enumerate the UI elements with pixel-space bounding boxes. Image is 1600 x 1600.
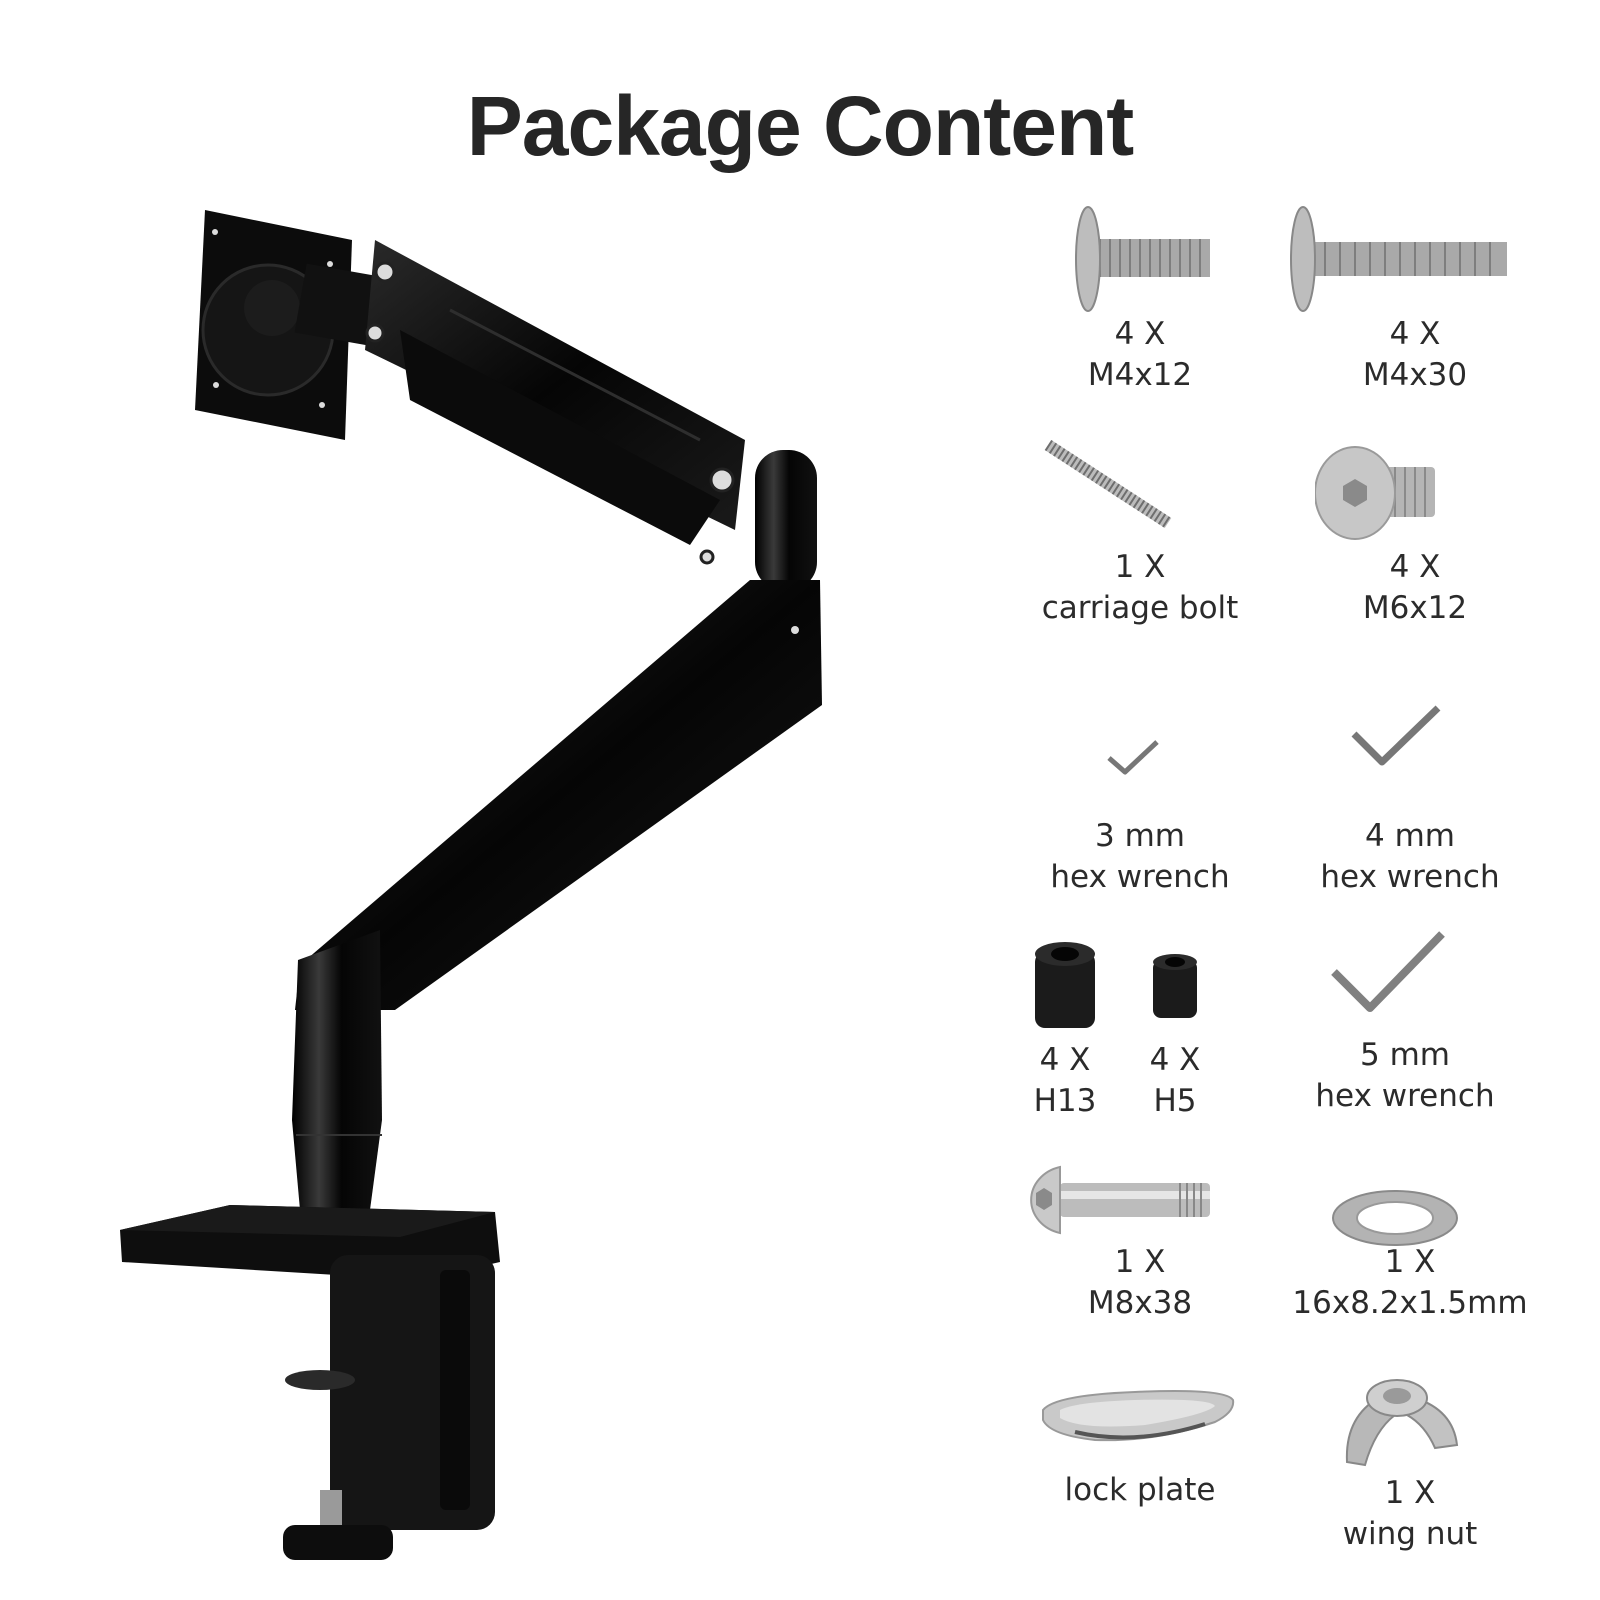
item-name: hex wrench xyxy=(1315,1078,1495,1114)
item-carriage-bolt: 1 X carriage bolt xyxy=(1000,425,1280,635)
item-qty: 4 X xyxy=(1114,316,1166,352)
item-qty: 4 X xyxy=(1389,549,1441,585)
item-name: carriage bolt xyxy=(1041,590,1239,626)
screw-m4x12-icon xyxy=(1075,206,1210,312)
spacer-h13-icon xyxy=(1035,942,1095,1028)
carriage-bolt-icon xyxy=(1044,439,1172,529)
item-name: H13 xyxy=(1033,1083,1097,1119)
item-spacer-h13: 4 X H13 xyxy=(1010,930,1120,1140)
washer-icon xyxy=(1332,1190,1458,1246)
item-size: 5 mm xyxy=(1360,1037,1450,1073)
item-m8x38: 1 X M8x38 xyxy=(1000,1150,1280,1330)
item-qty: 4 X xyxy=(1039,1042,1091,1078)
item-spacer-h5: 4 X H5 xyxy=(1120,930,1230,1140)
item-qty: 1 X xyxy=(1114,1244,1166,1280)
item-name: wing nut xyxy=(1342,1516,1478,1552)
item-name: hex wrench xyxy=(1050,859,1230,895)
hex-wrench-4mm-icon xyxy=(1351,705,1441,766)
monitor-arm-image xyxy=(120,210,822,1560)
item-m4x12: 4 X M4x12 xyxy=(1010,200,1270,400)
hex-wrench-3mm-icon xyxy=(1107,740,1159,775)
item-qty: 4 X xyxy=(1149,1042,1201,1078)
lock-plate-icon xyxy=(1042,1390,1235,1442)
item-hex-wrench-5mm: 5 mm hex wrench xyxy=(1265,930,1545,1140)
item-qty: 1 X xyxy=(1384,1244,1436,1280)
item-washer: 1 X 16x8.2x1.5mm xyxy=(1270,1150,1550,1330)
item-wing-nut: 1 X wing nut xyxy=(1270,1370,1550,1570)
item-name: M4x30 xyxy=(1362,357,1468,393)
screw-m4x30-icon xyxy=(1290,206,1507,312)
item-name: M6x12 xyxy=(1362,590,1468,626)
spacer-h5-icon xyxy=(1153,954,1197,1018)
screw-m6x12-icon xyxy=(1315,446,1435,540)
item-hex-wrench-4mm: 4 mm hex wrench xyxy=(1270,690,1550,900)
item-name: lock plate xyxy=(1064,1472,1216,1508)
item-m6x12: 4 X M6x12 xyxy=(1285,425,1545,635)
item-name: 16x8.2x1.5mm xyxy=(1292,1285,1528,1321)
wing-nut-icon xyxy=(1345,1379,1459,1467)
item-name: hex wrench xyxy=(1320,859,1500,895)
item-qty: 1 X xyxy=(1384,1475,1436,1511)
item-name: H5 xyxy=(1153,1083,1197,1119)
item-size: 4 mm xyxy=(1365,818,1455,854)
item-lock-plate: lock plate xyxy=(1000,1370,1280,1560)
page-title: Package Content xyxy=(466,79,1135,173)
screw-m8x38-icon xyxy=(1030,1165,1210,1235)
item-m4x30: 4 X M4x30 xyxy=(1285,200,1545,400)
item-name: M4x12 xyxy=(1087,357,1193,393)
item-hex-wrench-3mm: 3 mm hex wrench xyxy=(1000,690,1280,900)
item-qty: 1 X xyxy=(1114,549,1166,585)
item-size: 3 mm xyxy=(1095,818,1185,854)
item-qty: 4 X xyxy=(1389,316,1441,352)
item-name: M8x38 xyxy=(1087,1285,1193,1321)
hex-wrench-5mm-icon xyxy=(1331,931,1445,1012)
